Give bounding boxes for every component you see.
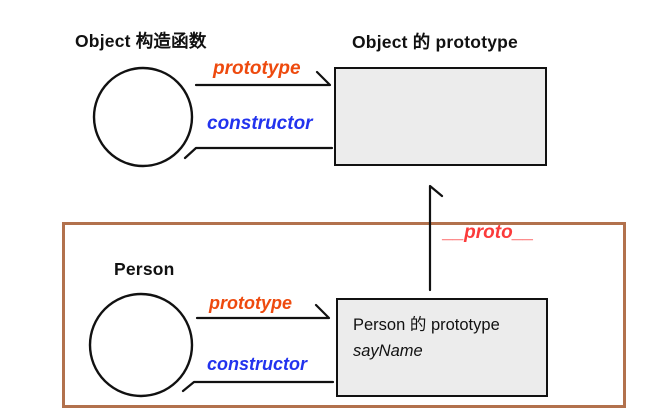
person-prototype-box-title: Person 的 prototype [353,316,500,334]
object-constructor-title: Object 构造函数 [75,31,207,51]
person-constructor-circle [88,292,194,398]
person-constructor-arrow [181,380,335,393]
object-prototype-arrow-label: prototype [213,58,301,79]
person-scope-frame [62,222,626,408]
object-constructor-circle [92,66,194,168]
proto-link-label: __proto__ [443,222,534,243]
object-constructor-arrow-label: constructor [207,113,313,134]
object-prototype-box [334,67,547,166]
object-prototype-arrow [194,70,332,87]
person-prototype-arrow-label: prototype [209,293,292,313]
person-prototype-arrow [195,303,331,320]
object-prototype-title: Object 的 prototype [352,32,518,52]
person-prototype-box-member-sayname: sayName [353,341,423,360]
proto-link-arrow [428,184,444,292]
person-prototype-box: Person 的 prototype sayName [336,298,548,397]
person-constructor-arrow-label: constructor [207,354,308,374]
object-constructor-arrow [183,146,334,160]
person-constructor-title: Person [114,259,175,279]
